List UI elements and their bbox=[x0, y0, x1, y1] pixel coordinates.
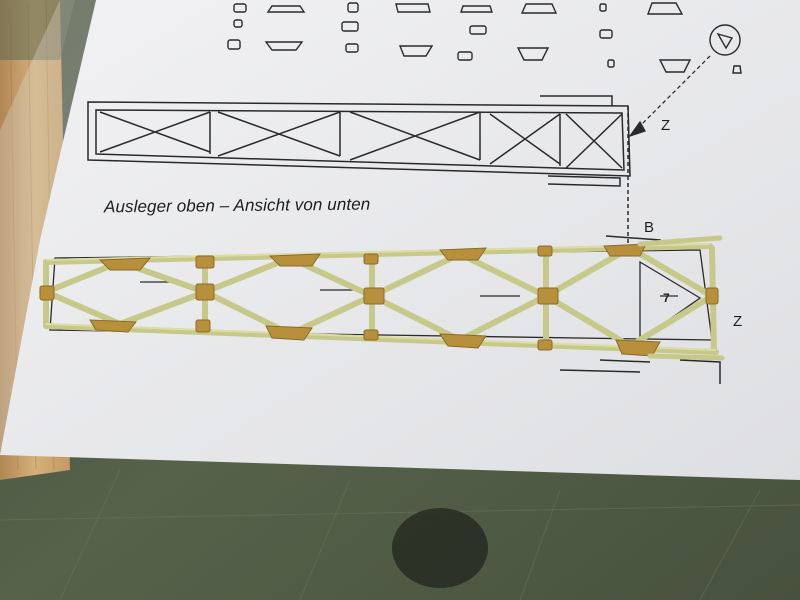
marker-z-top: Z bbox=[661, 117, 671, 134]
marker-b: B bbox=[644, 219, 655, 236]
drawing-caption: Ausleger oben – Ansicht von unten bbox=[104, 194, 371, 217]
brass-gussets bbox=[39, 243, 719, 357]
leader-arrow bbox=[628, 55, 711, 138]
marker-z-right: Z bbox=[733, 313, 743, 330]
parts-outlines bbox=[227, 2, 742, 74]
marker-seven: 7 bbox=[663, 291, 670, 305]
printed-frame-drawing bbox=[87, 95, 721, 384]
dark-stain bbox=[392, 508, 488, 588]
